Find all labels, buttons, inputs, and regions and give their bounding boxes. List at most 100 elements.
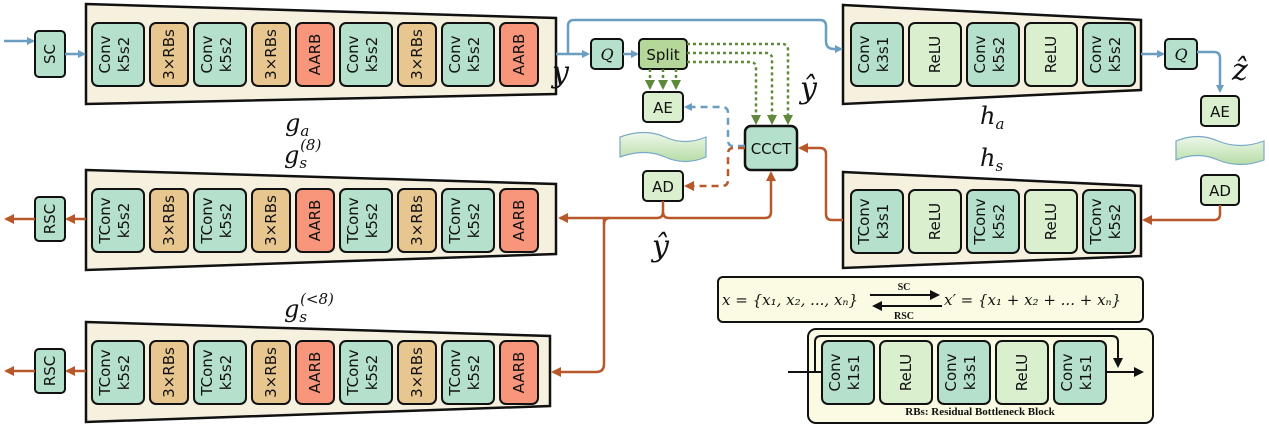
gs8-block-label: AARB <box>510 200 528 242</box>
to-gs-lt8-arrow <box>551 224 606 377</box>
q-to-hyper-ae-path <box>1197 50 1224 93</box>
ccct-label: CCCT <box>751 140 792 158</box>
ha-block-label: ReLU <box>1042 36 1060 74</box>
ad-output-path <box>602 201 665 225</box>
ga-block-label: k5s2 <box>115 37 133 73</box>
gs8-rsc-label: RSC <box>41 204 59 234</box>
ga-block-rbs: 3×RBs <box>149 22 189 87</box>
split-to-ae-arrows <box>645 69 681 90</box>
hyper-ad-to-hs-path <box>1142 205 1222 225</box>
gs-lt8-block-label: TConv <box>344 349 362 396</box>
gs8-block-rbs: 3×RBs <box>149 188 189 253</box>
ccct-to-ae-dashed <box>684 103 745 148</box>
rb-block-label: Conv <box>1058 353 1076 391</box>
rb-block-label: ReLU <box>1013 354 1031 392</box>
ccct-to-ad-dashed <box>684 146 745 191</box>
ha-block-label: k3s1 <box>874 37 892 73</box>
hs-block-label: TConv <box>855 198 873 245</box>
to-gs8-arrow <box>560 218 610 224</box>
rb-block-relu: ReLU <box>879 340 933 405</box>
gs8-block-label: 3×RBs <box>262 195 280 246</box>
rb-block-label: k3s1 <box>961 355 979 391</box>
gs-lt8-rsc-label: RSC <box>41 356 59 386</box>
gs8-block-label: AARB <box>306 200 324 242</box>
sc-legend-rsc-label: RSC <box>894 311 914 322</box>
ga-block-label: AARB <box>510 34 528 76</box>
hs-block-label: k5s2 <box>990 204 1008 240</box>
ha-block-label: Conv <box>855 35 873 73</box>
gs8-block-aarb: AARB <box>499 188 539 253</box>
gs8-block-label: k5s2 <box>363 203 381 239</box>
ga-block-label: 3×RBs <box>160 29 178 80</box>
gs8-block-label: k5s2 <box>115 203 133 239</box>
gs8-block-label: 3×RBs <box>408 195 426 246</box>
gs-lt8-block-label: k5s2 <box>217 355 235 391</box>
y-hat-bottom-symbol: ŷ <box>650 229 670 264</box>
rb-block-label: k1s1 <box>1077 355 1095 391</box>
split-to-ccct-arrows <box>687 42 793 125</box>
ha-block-relu: ReLU <box>908 22 962 87</box>
ha-label: ha <box>980 102 1004 133</box>
gs-lt8-label: gs(<8) <box>284 290 334 326</box>
hyper-bitstream-icon <box>1175 135 1265 166</box>
y-symbol: y <box>550 55 570 90</box>
gs-lt8-block-label: k5s2 <box>363 355 381 391</box>
gs8-block-label: TConv <box>96 197 114 244</box>
gs8-block-label: k5s2 <box>465 203 483 239</box>
split-label: Split <box>646 46 679 64</box>
gs8-block-label: k5s2 <box>217 203 235 239</box>
gs-lt8-block-label: k5s2 <box>465 355 483 391</box>
ga-block-label: k5s2 <box>465 37 483 73</box>
gs-lt8-block-rbs: 3×RBs <box>397 340 437 405</box>
gs8-block-label: TConv <box>446 197 464 244</box>
ga-block-label: Conv <box>96 35 114 73</box>
gs8-block-label: TConv <box>198 197 216 244</box>
hyper-ae-box: AE <box>1200 95 1240 127</box>
sc-legend-rhs: x′ = {x₁ + x₂ + ... + xₙ} <box>944 291 1121 309</box>
ga-block-label: Conv <box>198 35 216 73</box>
ha-block-label: Conv <box>1087 35 1105 73</box>
ga-block-rbs: 3×RBs <box>251 22 291 87</box>
z-hat-symbol: ẑ <box>1231 53 1248 88</box>
ga-block-aarb: AARB <box>295 22 335 87</box>
hs-block-label: TConv <box>971 198 989 245</box>
rb-block-label: k1s1 <box>845 355 863 391</box>
gs-lt8-block-label: 3×RBs <box>262 347 280 398</box>
center-ae-label: AE <box>653 99 673 117</box>
gs-lt8-block-label: AARB <box>510 352 528 394</box>
ha-block-label: Conv <box>971 35 989 73</box>
hs-block-relu: ReLU <box>908 189 962 254</box>
hs-label: hs <box>980 144 1003 175</box>
ga-block-aarb: AARB <box>499 22 539 87</box>
center-ae-box: AE <box>642 91 684 123</box>
rb-block-label: Conv <box>826 353 844 391</box>
rb-block-label: Conv <box>942 353 960 391</box>
hyper-q-label: Q <box>1174 45 1187 64</box>
ha-block-label: k5s2 <box>990 37 1008 73</box>
gs8-block-aarb: AARB <box>295 188 335 253</box>
ad-to-ccct-path <box>661 171 776 220</box>
rb-block-relu: ReLU <box>995 340 1049 405</box>
gs-lt8-block-label: TConv <box>96 349 114 396</box>
ga-block-label: Conv <box>344 35 362 73</box>
gs8-block-label: TConv <box>344 197 362 244</box>
hyper-ad-label: AD <box>1209 182 1231 200</box>
